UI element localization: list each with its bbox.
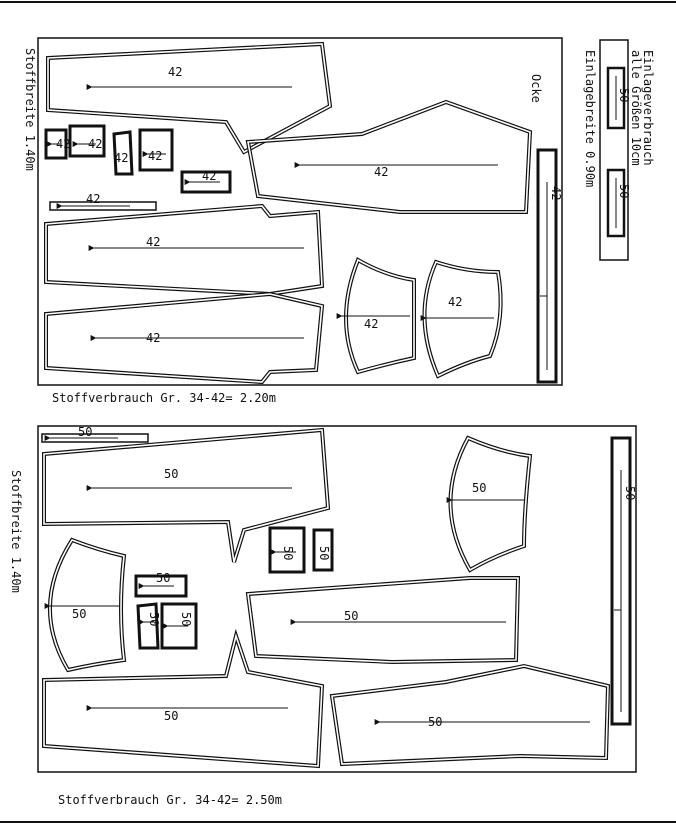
bottom-pattern-piece: 50: [44, 537, 127, 673]
bottom-pattern-piece: 50: [312, 528, 334, 572]
bottom-pattern-piece: 50: [160, 602, 198, 650]
top-side-label: Stoffbreite 1.40m: [23, 48, 37, 171]
svg-text:42: 42: [86, 192, 100, 206]
top-pattern-piece: 42: [44, 128, 70, 160]
svg-text:42: 42: [168, 65, 182, 79]
svg-text:42: 42: [549, 186, 563, 200]
bottom-caption: Stoffverbrauch Gr. 34-42= 2.50m: [58, 793, 282, 807]
svg-text:50: 50: [317, 546, 331, 560]
svg-text:42: 42: [88, 137, 102, 151]
interfacing-width-label: Einlagebreite 0.90m: [583, 50, 597, 187]
svg-text:Einlageverbrauch: Einlageverbrauch: [641, 50, 655, 166]
interfacing-title: Einlageverbrauch: [641, 50, 655, 166]
bottom-pattern-piece: 50: [446, 435, 533, 573]
top-caption: Stoffverbrauch Gr. 34-42= 2.20m: [52, 391, 276, 405]
top-pattern-piece: 42: [180, 169, 232, 194]
svg-text:50: 50: [344, 609, 358, 623]
interfacing-frame: [599, 39, 629, 261]
bottom-pattern-piece: 50: [610, 436, 637, 726]
bottom-pattern-piece: 50: [42, 628, 325, 769]
svg-text:50: 50: [617, 184, 631, 198]
top-pattern-piece: 42: [46, 41, 333, 155]
svg-text:50: 50: [623, 486, 637, 500]
svg-text:50: 50: [156, 571, 170, 585]
svg-text:50: 50: [281, 546, 295, 560]
marker-label: Ocke: [529, 74, 543, 103]
svg-text:42: 42: [146, 235, 160, 249]
top-pattern-piece: 42: [44, 203, 325, 297]
svg-text:50: 50: [617, 88, 631, 102]
top-pattern-piece: 42: [420, 259, 503, 379]
bottom-pattern-piece: 50: [268, 526, 306, 574]
top-pattern-piece: 42: [68, 124, 106, 158]
svg-text:50: 50: [147, 612, 161, 626]
svg-text:Stoffbreite 1.40m: Stoffbreite 1.40m: [9, 470, 23, 593]
bottom-pattern-piece: 50: [42, 427, 331, 563]
svg-text:42: 42: [56, 137, 70, 151]
bottom-side-label: Stoffbreite 1.40m: [9, 470, 23, 593]
svg-text:Einlagebreite 0.90m: Einlagebreite 0.90m: [583, 50, 597, 187]
top-pattern-piece: 42: [245, 99, 533, 214]
svg-text:42: 42: [202, 169, 216, 183]
svg-text:42: 42: [448, 295, 462, 309]
svg-text:42: 42: [374, 165, 388, 179]
top-fabric-frame: [37, 37, 563, 386]
top-pattern-piece: 42: [49, 192, 157, 211]
top-pattern-piece: 42: [138, 128, 174, 172]
svg-text:Stoffbreite 1.40m: Stoffbreite 1.40m: [23, 48, 37, 171]
top-pattern-piece: 42: [44, 291, 325, 385]
svg-text:Ocke: Ocke: [529, 74, 543, 103]
bottom-fabric-frame: [37, 425, 637, 773]
bottom-pattern-piece: 50: [245, 576, 521, 665]
interfacing-subtitle: alle Größen 10cm: [629, 50, 643, 166]
bottom-pattern-piece: 50: [41, 425, 149, 443]
svg-text:50: 50: [164, 467, 178, 481]
top-pattern-piece: 42: [536, 148, 563, 384]
svg-text:42: 42: [114, 151, 128, 165]
bottom-pattern-piece: 50: [136, 602, 161, 650]
svg-text:42: 42: [146, 331, 160, 345]
svg-text:42: 42: [364, 317, 378, 331]
interfacing-piece: 50: [606, 66, 631, 130]
bottom-pattern-piece: 50: [134, 571, 188, 598]
top-pattern-piece: 42: [336, 257, 416, 375]
svg-text:alle Größen 10cm: alle Größen 10cm: [629, 50, 643, 166]
svg-text:50: 50: [78, 425, 92, 439]
svg-text:50: 50: [179, 612, 193, 626]
svg-text:50: 50: [428, 715, 442, 729]
svg-text:42: 42: [148, 149, 162, 163]
interfacing-piece: 50: [606, 168, 631, 238]
svg-text:50: 50: [164, 709, 178, 723]
svg-text:50: 50: [472, 481, 486, 495]
top-pattern-piece: 42: [112, 130, 134, 176]
svg-text:50: 50: [72, 607, 86, 621]
bottom-pattern-piece: 50: [329, 663, 611, 767]
